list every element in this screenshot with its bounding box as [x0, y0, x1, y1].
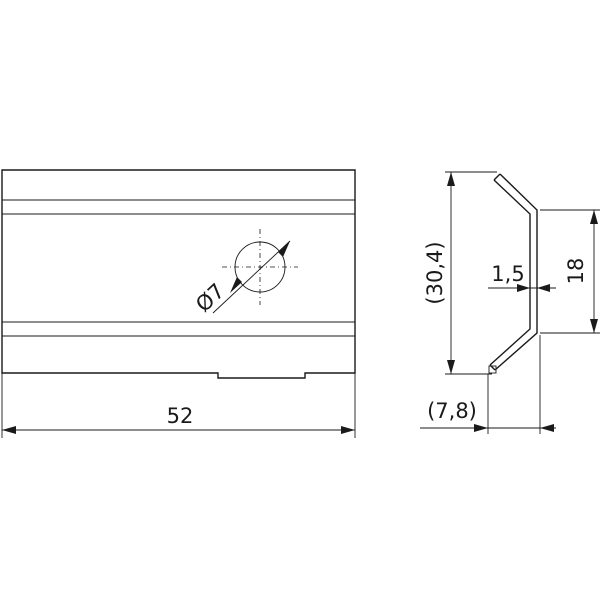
hole-diameter-arrow-upper: [278, 241, 290, 257]
length-arrow-right: [341, 426, 355, 434]
length-label: 52: [167, 404, 194, 428]
hole-diameter-arrow-lower: [230, 277, 242, 293]
thickness-arrow-right: [537, 284, 550, 292]
height-arrow-bottom: [447, 360, 455, 374]
depth-arrow-left: [474, 424, 488, 432]
hole-diameter-leader: [212, 240, 291, 314]
side-profile-top-cap: [493, 173, 501, 181]
height-arrow-top: [447, 172, 455, 186]
flat-height-label: 18: [564, 258, 588, 285]
depth-label: (7,8): [427, 399, 477, 423]
side-view: (30,4) 18 1,5 (7,8): [420, 171, 600, 434]
front-view: Ø7 52: [1, 169, 356, 438]
side-profile-inner: [489, 179, 531, 366]
flat-arrow-bottom: [590, 319, 598, 333]
hole-diameter-label: Ø7: [191, 279, 229, 317]
height-label: (30,4): [423, 241, 447, 304]
side-profile-end-mark: [488, 365, 497, 374]
length-arrow-left: [2, 426, 16, 434]
front-view-outline: [1, 169, 356, 379]
side-profile-outer: [494, 173, 538, 371]
thickness-arrow-left: [517, 284, 530, 292]
depth-arrow-right: [540, 424, 554, 432]
flat-arrow-top: [590, 210, 598, 224]
thickness-label: 1,5: [491, 262, 524, 286]
